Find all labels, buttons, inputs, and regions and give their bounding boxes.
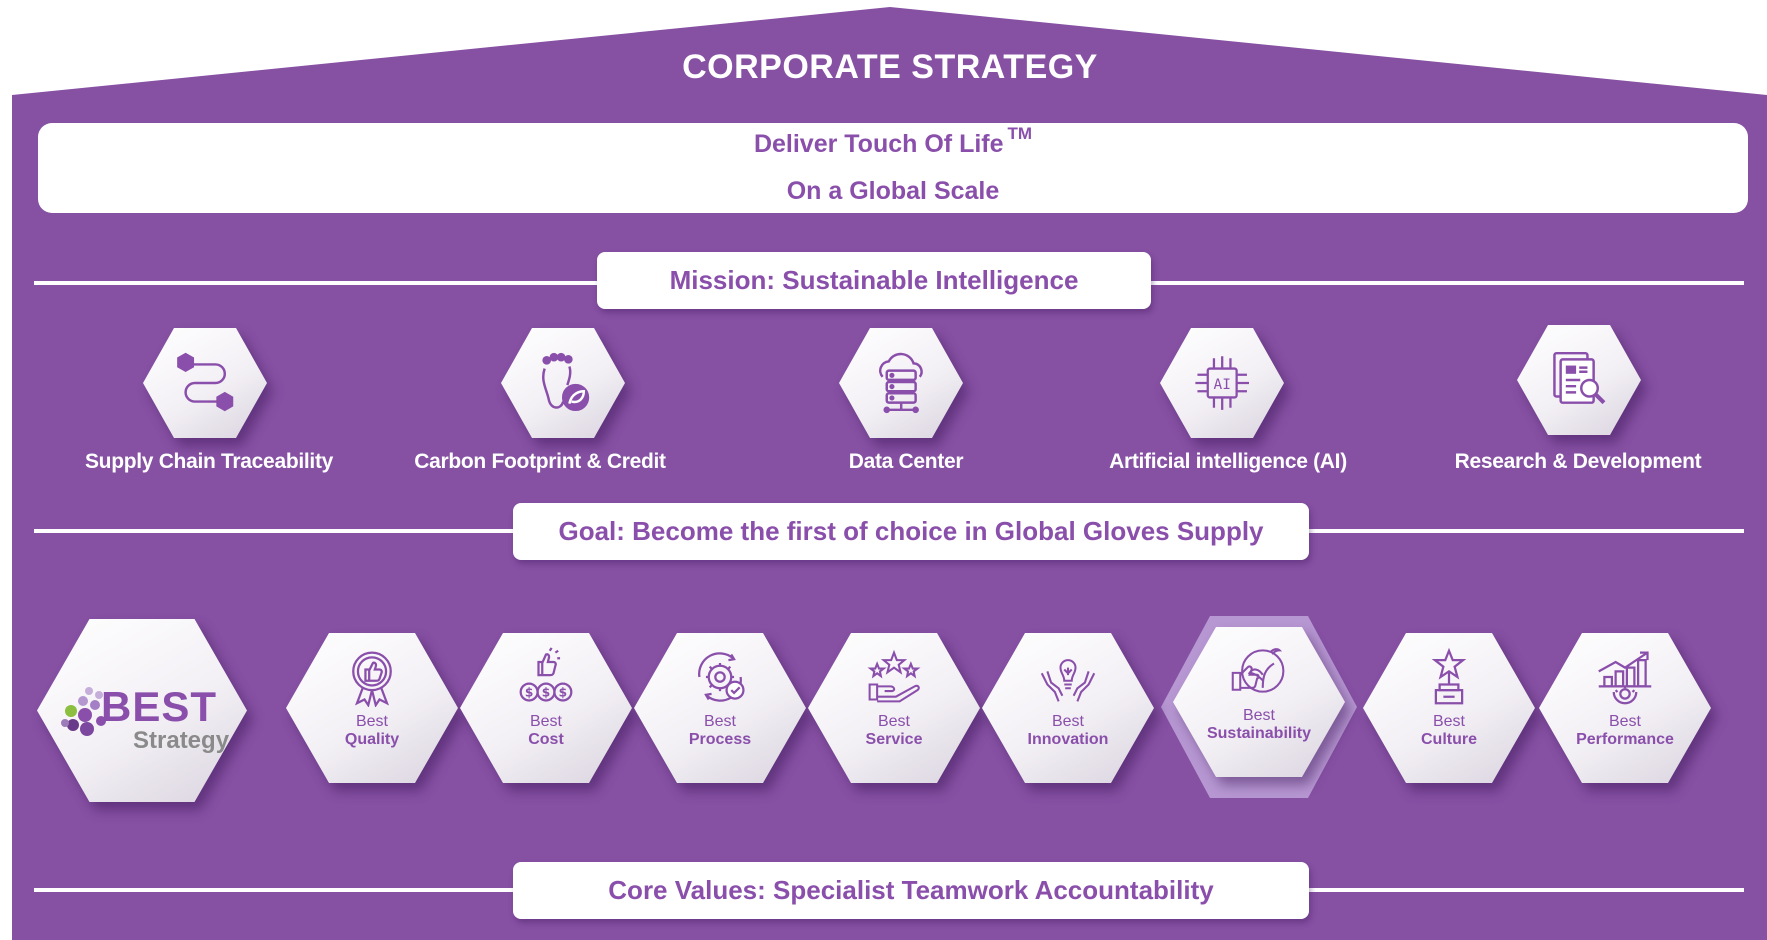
- mission-item-data-center: Data Center: [848, 450, 964, 473]
- rnd-hex: [1517, 325, 1641, 435]
- best-cost-hex: $ $ $ Best Cost: [460, 633, 632, 783]
- best-sustainability-word2: Sustainability: [1206, 725, 1312, 742]
- best-process-word2: Process: [688, 731, 752, 748]
- vision-line-2: On a Global Scale: [786, 177, 1000, 205]
- core-values-label: Core Values: Specialist Teamwork Account…: [608, 875, 1214, 905]
- best-innovation-word1: Best: [1051, 713, 1084, 730]
- best-innovation-hex: Best Innovation: [982, 633, 1154, 783]
- goal-banner: Goal: Become the first of choice in Glob…: [513, 503, 1309, 560]
- best-service-hex: Best Service: [808, 633, 980, 783]
- ai-hex: AI: [1160, 328, 1284, 438]
- globe-leaf-hand-icon: [1231, 648, 1285, 693]
- logo-word-best: BEST: [101, 683, 218, 730]
- supply-chain-icon: [176, 352, 234, 412]
- thumbs-up-badge-icon: [352, 651, 392, 707]
- best-culture-word2: Culture: [1421, 731, 1477, 748]
- document-magnifier-icon: [1553, 351, 1606, 405]
- carbon-hex: [501, 328, 625, 438]
- best-cost-word2: Cost: [528, 731, 564, 748]
- best-innovation-word2: Innovation: [1027, 731, 1109, 748]
- svg-text:$: $: [542, 686, 550, 700]
- best-culture-word1: Best: [1432, 713, 1465, 730]
- best-quality-word1: Best: [355, 713, 388, 730]
- best-service-word1: Best: [877, 713, 910, 730]
- best-culture-hex: Best Culture: [1363, 633, 1535, 783]
- mission-banner: Mission: Sustainable Intelligence: [597, 252, 1151, 309]
- best-performance-hex: Best Performance: [1539, 633, 1711, 783]
- best-performance-word2: Performance: [1576, 731, 1674, 748]
- mission-item-rnd: Research & Development: [1454, 450, 1702, 473]
- mission-item-carbon: Carbon Footprint & Credit: [414, 450, 666, 473]
- best-quality-word2: Quality: [344, 731, 400, 748]
- svg-text:AI: AI: [1213, 377, 1230, 393]
- cloud-server-icon: [878, 352, 923, 414]
- growth-chart-icon: [1598, 651, 1652, 705]
- data-center-hex: [839, 328, 963, 438]
- lightbulb-hands-icon: [1040, 659, 1096, 702]
- mission-label: Mission: Sustainable Intelligence: [669, 265, 1079, 295]
- supply-chain-hex: [143, 328, 267, 438]
- svg-text:$: $: [559, 686, 567, 700]
- best-strategy-logo: BEST Strategy: [37, 619, 247, 802]
- stars-hand-icon: [867, 649, 921, 703]
- trademark-mark: TM: [1007, 124, 1033, 143]
- vision-line-1: Deliver Touch Of Life: [753, 130, 1004, 158]
- logo-dots-icon: [61, 687, 106, 736]
- dollar-coins-icon: $ $ $: [519, 647, 573, 702]
- page-title: CORPORATE STRATEGY: [682, 48, 1098, 86]
- mission-item-ai: Artificial intelligence (AI): [1109, 450, 1347, 473]
- mission-item-supply-chain: Supply Chain Traceability: [84, 450, 334, 473]
- best-process-hex: Best Process: [634, 633, 806, 783]
- logo-word-strategy: Strategy: [133, 727, 230, 754]
- core-values-banner: Core Values: Specialist Teamwork Account…: [513, 862, 1309, 919]
- best-sustainability-hex: Best Sustainability: [1173, 627, 1345, 777]
- gear-check-icon: [698, 652, 745, 702]
- ai-chip-icon: AI: [1195, 356, 1249, 410]
- best-service-word2: Service: [865, 731, 923, 748]
- best-quality-hex: Best Quality: [286, 633, 458, 783]
- footprint-leaf-icon: [541, 352, 589, 412]
- best-process-word1: Best: [703, 713, 736, 730]
- goal-label: Goal: Become the first of choice in Glob…: [558, 516, 1264, 546]
- svg-text:$: $: [525, 686, 533, 700]
- trophy-star-icon: [1431, 647, 1467, 705]
- best-performance-word1: Best: [1608, 713, 1641, 730]
- best-cost-word1: Best: [529, 713, 562, 730]
- best-sustainability-word1: Best: [1242, 707, 1275, 724]
